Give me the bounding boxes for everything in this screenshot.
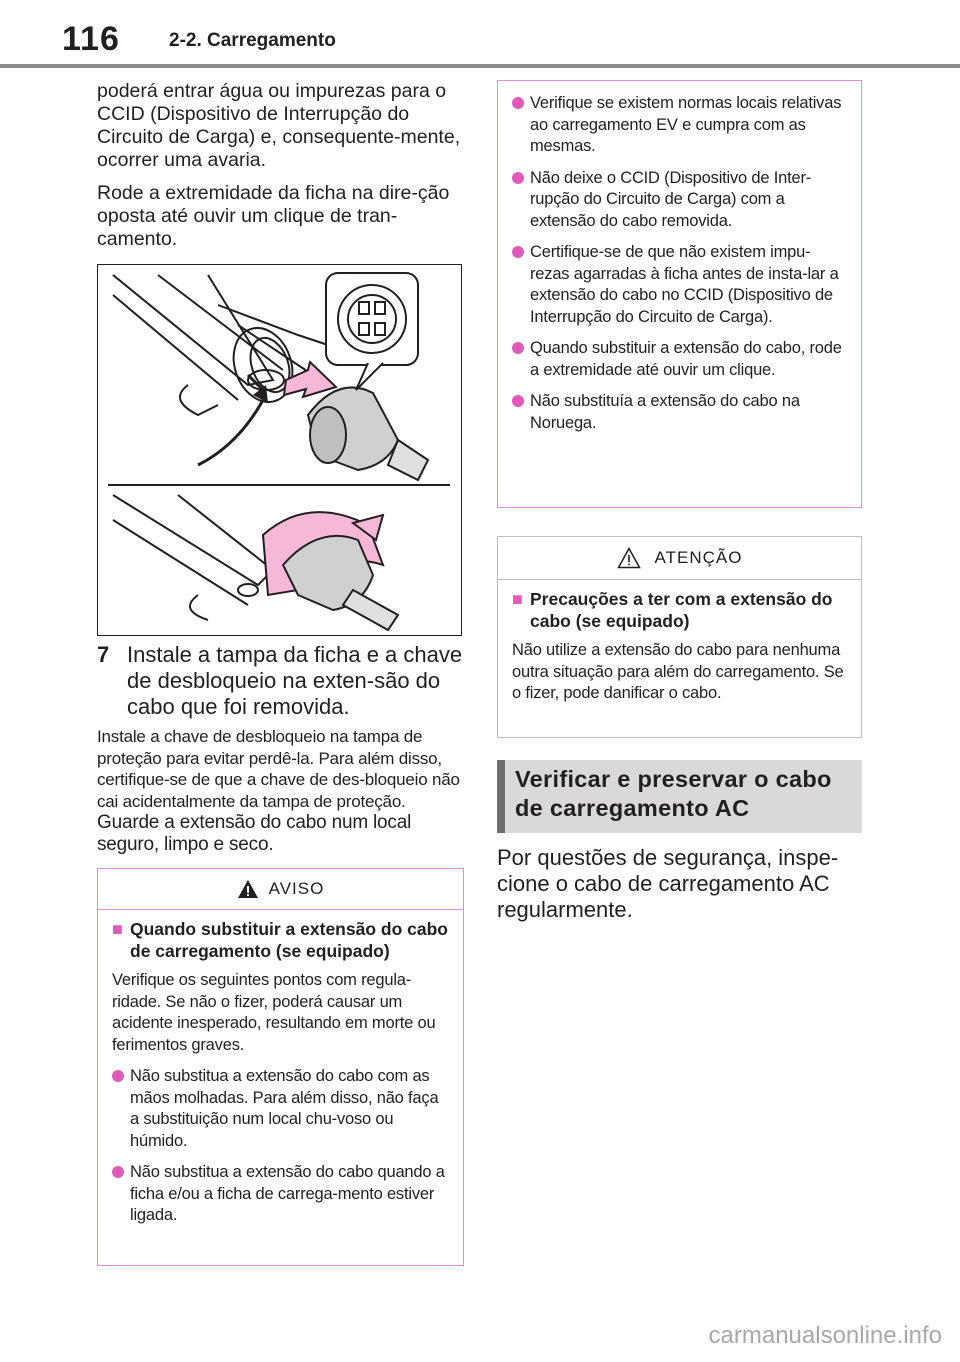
watermark: carmanualsonline.info: [708, 1322, 942, 1349]
bullet-dot-icon: [512, 171, 524, 184]
plug-illustration: [108, 272, 450, 632]
notice-header: ATENÇÃO: [498, 537, 861, 580]
warning-header: AVISO: [98, 869, 463, 910]
caution-triangle-icon: [616, 547, 641, 569]
bullet-text: Quando substituir a extensão do cabo, ro…: [530, 339, 842, 379]
warning-bullet: Quando substituir a extensão do cabo, ro…: [512, 338, 849, 381]
step-7: 7 Instale a tampa da ficha e a chave de …: [97, 642, 465, 855]
step-body-text-2: Guarde a extensão do cabo num local segu…: [97, 812, 412, 855]
notice-body: Não utilize a extensão do cabo para nenh…: [512, 641, 844, 702]
warning-box-aviso: AVISO ■ Quando substituir a extensão do …: [97, 868, 464, 1266]
warning-triangle-icon: [237, 880, 258, 898]
section-heading: Verificar e preservar o cabo de carregam…: [497, 760, 862, 833]
bullet-dot-icon: [512, 342, 524, 354]
header-rule: [0, 64, 960, 68]
warning-label: AVISO: [268, 879, 325, 898]
step-title: Instale a tampa da ficha e a chave de de…: [127, 642, 463, 719]
step-body: Instale a chave de desbloqueio na tampa …: [97, 726, 465, 855]
page-number: 116: [62, 20, 120, 58]
bullet-dot-icon: [112, 1166, 124, 1178]
notice-title: ■ Precauções a ter com a extensão do cab…: [512, 588, 849, 632]
bullet-text: Não substitua a extensão do cabo quando …: [130, 1163, 445, 1224]
warning-title: ■ Quando substituir a extensão do cabo d…: [112, 918, 451, 962]
warning-bullet: Não substituía a extensão do cabo na Nor…: [512, 391, 849, 434]
section-title: 2-2. Carregamento: [169, 30, 336, 51]
bullet-dot-icon: [512, 97, 524, 109]
page-header: 116 2-2. Carregamento: [0, 0, 960, 68]
bullet-text: Certifique-se de que não existem impu-re…: [530, 243, 839, 326]
bullet-dot-icon: [512, 246, 524, 258]
warning-box-continued: Verifique se existem normas locais relat…: [497, 80, 862, 508]
notice-box-atencao: ATENÇÃO ■ Precauções a ter com a extensã…: [497, 536, 862, 738]
paragraph: poderá entrar água ou impurezas para o C…: [97, 80, 461, 171]
warning-bullet: Não substitua a extensão do cabo quando …: [112, 1162, 451, 1227]
warning-bullet: Não substitua a extensão do cabo com as …: [112, 1066, 451, 1152]
square-bullet-icon: ■: [512, 589, 523, 609]
bullet-text: Verifique se existem normas locais relat…: [530, 94, 842, 155]
notice-title-text: Precauções a ter com a extensão do cabo …: [530, 589, 833, 631]
warning-bullet: Certifique-se de que não existem impu-re…: [512, 242, 849, 328]
bullet-dot-icon: [512, 395, 524, 407]
step-number: 7: [97, 642, 110, 667]
notice-label: ATENÇÃO: [654, 548, 743, 567]
bullet-text: Não substitua a extensão do cabo com as …: [130, 1067, 439, 1150]
square-bullet-icon: ■: [112, 919, 123, 939]
warning-bullet: Não deixe o CCID (Dispositivo de Inter-r…: [512, 168, 849, 233]
warning-intro: Verifique os seguintes pontos com regula…: [112, 971, 436, 1054]
illustration-plug-installation: [97, 264, 462, 636]
warning-bullet: Verifique se existem normas locais relat…: [512, 93, 849, 158]
bullet-text: Não deixe o CCID (Dispositivo de Inter-r…: [530, 168, 812, 230]
paragraph: Por questões de segurança, inspe-cione o…: [497, 845, 839, 922]
left-column: poderá entrar água ou impurezas para o C…: [97, 80, 465, 261]
paragraph: Rode a extremidade da ficha na dire-ção …: [97, 182, 450, 250]
warning-title-text: Quando substituir a extensão do cabo de …: [130, 919, 448, 961]
bullet-text: Não substituía a extensão do cabo na Nor…: [530, 392, 800, 432]
step-body-text: Instale a chave de desbloqueio na tampa …: [97, 727, 460, 811]
bullet-dot-icon: [112, 1070, 124, 1082]
